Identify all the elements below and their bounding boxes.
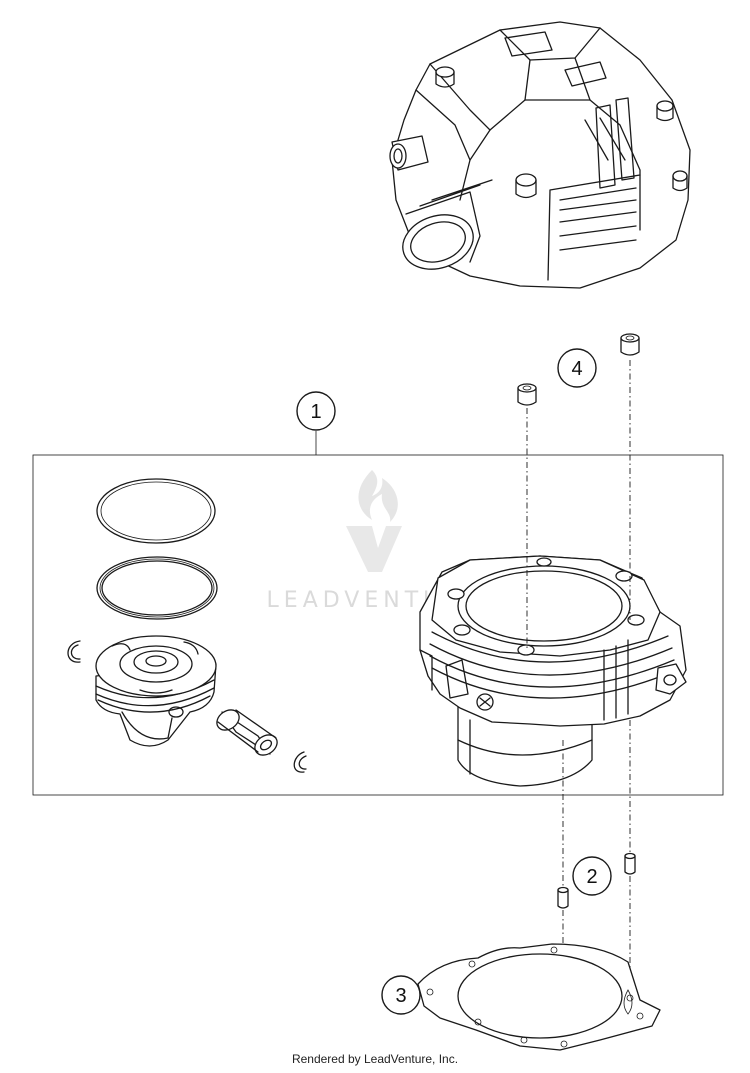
dowel-sleeve-right-icon [620, 333, 640, 356]
intake-port-icon [402, 179, 493, 270]
callout-3-label: 3 [395, 985, 406, 1007]
piston-ring-top-icon [96, 478, 216, 544]
callout-3: 3 [381, 975, 421, 1015]
head-bolt-icon [515, 173, 537, 199]
render-credit: Rendered by LeadVenture, Inc. [291, 1052, 459, 1066]
head-bolt-icon [656, 100, 674, 122]
head-bolt-icon [435, 66, 455, 88]
cylinder-base-gasket-icon [417, 943, 661, 1051]
callout-1: 1 [296, 391, 336, 455]
kit-boundary-box [32, 454, 724, 796]
dowel-sleeve-left-icon [517, 383, 537, 406]
callout-4-label: 4 [571, 358, 582, 380]
head-fitting-icon [389, 135, 429, 171]
callout-2: 2 [572, 856, 612, 896]
cylinder-icon [419, 555, 687, 787]
head-bolt-icon [672, 170, 688, 192]
cylinder-head-illustration [389, 21, 691, 289]
callout-1-label: 1 [310, 401, 321, 423]
callout-2-label: 2 [586, 866, 597, 888]
dowel-pin-left-icon [557, 886, 569, 909]
circlip-right-icon [293, 751, 307, 773]
piston-icon [95, 635, 217, 747]
circlip-left-icon [67, 640, 81, 663]
piston-pin-icon [216, 709, 278, 756]
callout-4: 4 [557, 348, 597, 388]
piston-ring-second-icon [96, 556, 218, 620]
dowel-pin-right-icon [624, 852, 636, 875]
watermark-flame-icon [358, 470, 398, 522]
watermark-v-icon [346, 526, 402, 572]
